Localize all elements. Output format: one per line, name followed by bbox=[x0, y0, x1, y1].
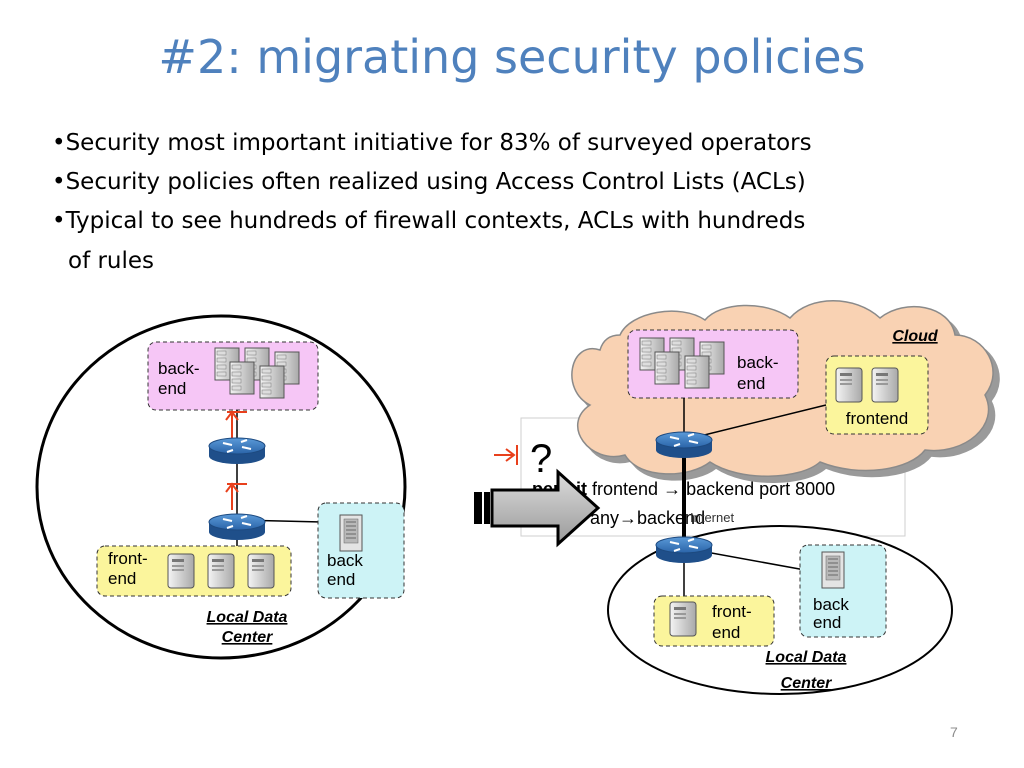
tower-server-icon bbox=[339, 514, 363, 552]
cloud-backend-label-2: end bbox=[737, 374, 765, 393]
acl-marker-icon bbox=[494, 445, 518, 465]
cloud-link-frontend bbox=[683, 404, 827, 441]
bullet-1: •Security most important initiative for … bbox=[52, 130, 812, 156]
slide-title: #2: migrating security policies bbox=[158, 30, 866, 84]
acl-rule-1: frontend → backend port 8000 bbox=[587, 479, 835, 499]
page-number: 7 bbox=[950, 724, 958, 740]
router-icon bbox=[655, 536, 713, 564]
question-mark: ? bbox=[530, 437, 552, 481]
left-frontend-label-2: end bbox=[108, 569, 136, 588]
server-icon bbox=[167, 553, 195, 589]
server-icon bbox=[669, 601, 697, 637]
cloud-label: Cloud bbox=[892, 328, 939, 345]
server-icon bbox=[247, 553, 275, 589]
local-backend-label-1: back bbox=[813, 595, 849, 614]
router-icon bbox=[208, 437, 266, 465]
left-backend2-label-2: end bbox=[327, 570, 355, 589]
local-backend-label-2: end bbox=[813, 613, 841, 632]
bullet-3-continued: of rules bbox=[68, 248, 155, 274]
server-icon bbox=[871, 367, 899, 403]
tower-server-icon bbox=[821, 551, 845, 589]
bullet-list: •Security most important initiative for … bbox=[52, 124, 982, 281]
router-icon bbox=[655, 431, 713, 459]
server-icon bbox=[207, 553, 235, 589]
cloud-backend-label-1: back- bbox=[737, 353, 779, 372]
right-caption-1: Local Data bbox=[766, 649, 847, 666]
migrate-arrow-icon bbox=[474, 468, 601, 548]
right-caption-2: Center bbox=[781, 675, 832, 692]
bullet-3: •Typical to see hundreds of firewall con… bbox=[52, 208, 806, 234]
acl-marker-icon bbox=[225, 482, 247, 510]
acl-marker-icon bbox=[225, 410, 247, 438]
local-frontend-label-1: front- bbox=[712, 602, 752, 621]
router-icon bbox=[208, 513, 266, 541]
internet-label: Internet bbox=[690, 510, 734, 525]
right-diagram: Cloud back- end frontend front- end bbox=[571, 300, 994, 695]
bullet-2: •Security policies often realized using … bbox=[52, 169, 806, 195]
server-icon bbox=[835, 367, 863, 403]
left-backend-label-2: end bbox=[158, 379, 186, 398]
left-caption-2: Center bbox=[222, 629, 273, 646]
acl-rule-2: any→backend bbox=[590, 508, 705, 528]
left-backend-label-1: back- bbox=[158, 359, 200, 378]
cloud-frontend-label: frontend bbox=[846, 409, 908, 428]
local-frontend-label-2: end bbox=[712, 623, 740, 642]
left-local-data-center: back- end front- end bbox=[35, 314, 407, 660]
left-caption-1: Local Data bbox=[207, 609, 288, 626]
left-frontend-label-1: front- bbox=[108, 549, 148, 568]
left-backend2-label-1: back bbox=[327, 551, 363, 570]
